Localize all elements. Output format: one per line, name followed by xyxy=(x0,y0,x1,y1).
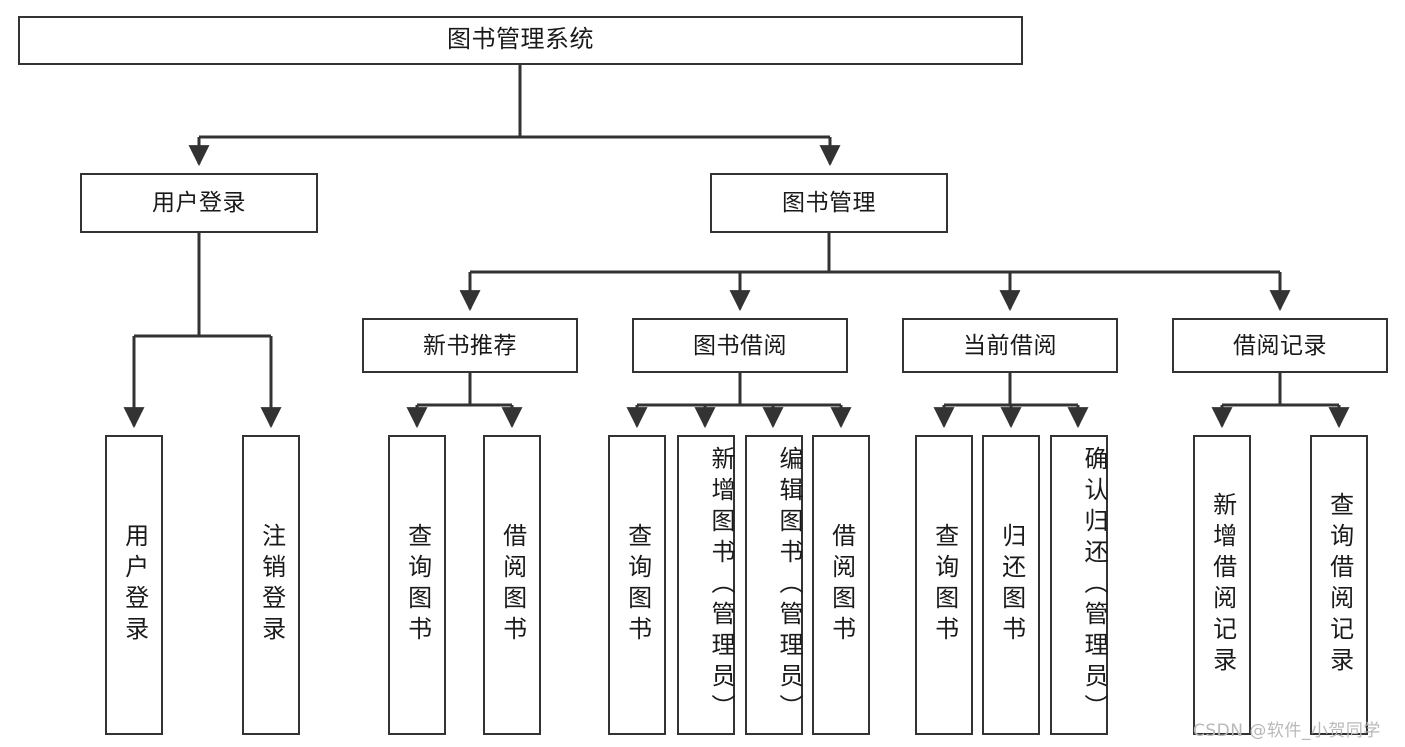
node-label: 编辑图书（管理员） xyxy=(775,445,802,725)
node-leaf-query-book-recommend[interactable]: 查询图书 xyxy=(388,435,446,735)
node-user-login[interactable]: 用户登录 xyxy=(80,173,318,233)
node-leaf-confirm-return-admin[interactable]: 确认归还（管理员） xyxy=(1050,435,1108,735)
node-label: 用户登录 xyxy=(120,523,148,647)
node-label: 借阅图书 xyxy=(827,523,855,647)
node-leaf-query-borrow-record[interactable]: 查询借阅记录 xyxy=(1310,435,1368,735)
node-leaf-query-book-borrow[interactable]: 查询图书 xyxy=(608,435,666,735)
node-label: 新增借阅记录 xyxy=(1208,492,1236,678)
node-label: 归还图书 xyxy=(997,523,1025,647)
node-leaf-borrow-book-recommend[interactable]: 借阅图书 xyxy=(483,435,541,735)
node-borrow-record[interactable]: 借阅记录 xyxy=(1172,318,1388,373)
node-new-book-recommend[interactable]: 新书推荐 xyxy=(362,318,578,373)
node-leaf-borrow-book-borrow[interactable]: 借阅图书 xyxy=(812,435,870,735)
node-label: 查询图书 xyxy=(623,523,651,647)
node-label: 图书管理系统 xyxy=(447,26,594,54)
node-label: 图书借阅 xyxy=(693,331,787,358)
node-leaf-logout-login[interactable]: 注销登录 xyxy=(242,435,300,735)
node-label: 借阅图书 xyxy=(498,523,526,647)
node-leaf-edit-book-admin[interactable]: 编辑图书（管理员） xyxy=(745,435,803,735)
node-label: 借阅记录 xyxy=(1233,331,1327,358)
node-leaf-user-login[interactable]: 用户登录 xyxy=(105,435,163,735)
node-label: 当前借阅 xyxy=(963,331,1057,358)
node-label: 查询图书 xyxy=(403,523,431,647)
node-label: 新增图书（管理员） xyxy=(707,445,734,725)
node-book-borrow[interactable]: 图书借阅 xyxy=(632,318,848,373)
node-leaf-return-book[interactable]: 归还图书 xyxy=(982,435,1040,735)
node-label: 新书推荐 xyxy=(423,331,517,358)
node-label: 查询借阅记录 xyxy=(1325,492,1353,678)
node-label: 确认归还（管理员） xyxy=(1080,445,1107,725)
node-current-borrow[interactable]: 当前借阅 xyxy=(902,318,1118,373)
csdn-watermark: CSDN @软件_小贺同学 xyxy=(1193,721,1381,741)
node-label: 注销登录 xyxy=(257,523,285,647)
node-leaf-add-borrow-record[interactable]: 新增借阅记录 xyxy=(1193,435,1251,735)
node-label: 图书管理 xyxy=(782,189,876,216)
node-label: 查询图书 xyxy=(930,523,958,647)
node-leaf-query-book-current[interactable]: 查询图书 xyxy=(915,435,973,735)
node-label: 用户登录 xyxy=(152,189,246,216)
node-book-management[interactable]: 图书管理 xyxy=(710,173,948,233)
node-leaf-add-book-admin[interactable]: 新增图书（管理员） xyxy=(677,435,735,735)
node-root-book-management-system[interactable]: 图书管理系统 xyxy=(18,16,1023,65)
